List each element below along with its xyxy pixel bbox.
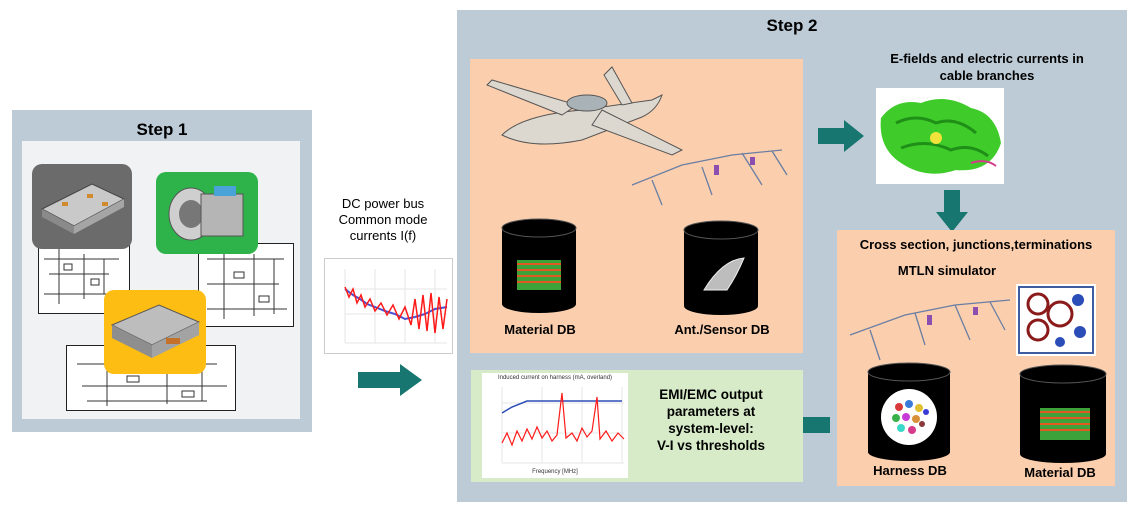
dc-bus-label: DC power bus Common mode currents I(f)	[318, 196, 448, 244]
arrow-right-1	[358, 364, 422, 396]
material-db-label-1: Material DB	[504, 322, 576, 337]
material-layers-icon	[517, 260, 561, 290]
output-label: EMI/EMC output parameters at system-leve…	[636, 386, 786, 454]
output-line-3: system-level:	[668, 421, 754, 436]
material-db-label-2: Material DB	[1024, 465, 1096, 480]
efields-label: E-fields and electric currents in cable …	[862, 50, 1112, 84]
material-db-cylinder-2	[1019, 364, 1107, 463]
cross-section-image	[1016, 284, 1096, 356]
arrow-down	[936, 190, 968, 232]
plot-title: Induced current on harness (mA, overland…	[497, 375, 613, 381]
antenna-sensor-icon	[703, 257, 745, 291]
dc-bus-line1: DC power bus	[341, 196, 425, 211]
emc-plot-graphic	[501, 387, 625, 464]
aircraft-icon	[486, 66, 788, 206]
plot-xlabel: Frequency [MHz]	[532, 469, 578, 475]
controller-unit-icon	[110, 304, 201, 358]
efield-simulation-icon	[880, 99, 1001, 174]
schematic-drawing	[44, 249, 124, 304]
dc-bus-line3: currents I(f)	[349, 228, 417, 243]
output-line-2: parameters at	[666, 404, 756, 419]
step1-title: Step 1	[136, 120, 188, 139]
controller-card	[104, 290, 206, 374]
antenna-db-label: Ant./Sensor DB	[674, 322, 770, 337]
dc-bus-line2: Common mode	[338, 212, 428, 227]
cross-section-label: Cross section, junctions,terminations	[859, 237, 1093, 252]
cable-cross-section-icon	[1018, 286, 1094, 354]
material-layers-icon-2	[1040, 408, 1090, 440]
output-line-1: EMI/EMC output	[659, 387, 763, 402]
antenna-db-cylinder	[683, 220, 759, 315]
efields-line1: E-fields and electric currents in	[890, 51, 1084, 66]
schematic-2	[198, 243, 294, 327]
harness-db-label: Harness DB	[873, 463, 947, 478]
motor-card	[156, 172, 258, 254]
electric-motor-icon	[168, 186, 244, 241]
battery-pack-icon	[40, 183, 126, 234]
spectrum-plot-graphic	[344, 269, 448, 344]
harness-bundle-icon	[881, 389, 937, 445]
output-line-4: V-I vs thresholds	[656, 438, 766, 453]
mtln-label: MTLN simulator	[897, 263, 997, 278]
step2-title: Step 2	[766, 16, 818, 35]
battery-pack-card	[32, 164, 132, 249]
efields-image	[876, 88, 1004, 184]
arrow-right-2	[818, 120, 864, 152]
efields-line2: cable branches	[939, 68, 1035, 83]
schematic-drawing	[207, 252, 287, 319]
emc-plot: Induced current on harness (mA, overland…	[482, 373, 628, 478]
cable-harness-icon	[849, 299, 1011, 361]
spectrum-plot	[324, 258, 453, 354]
material-db-cylinder	[501, 218, 577, 313]
harness-db-cylinder	[867, 362, 951, 461]
